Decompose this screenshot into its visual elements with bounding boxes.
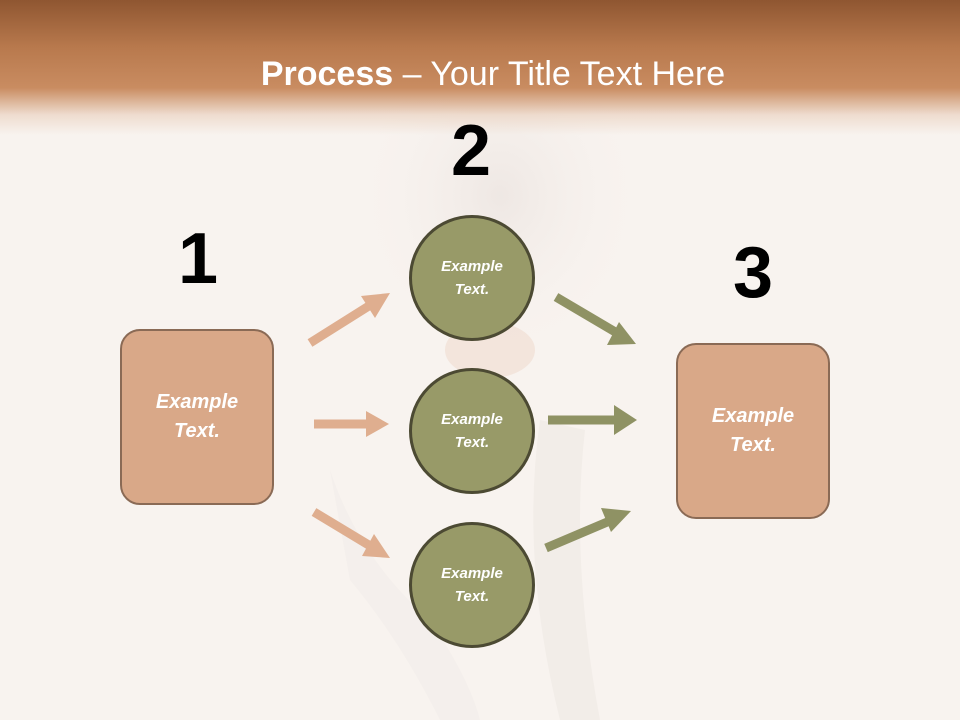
title-bar xyxy=(0,0,960,135)
title-rest: – Your Title Text Here xyxy=(393,55,726,93)
circle-top-label: Example Text. xyxy=(441,258,503,298)
circle-top: Example Text. xyxy=(409,215,535,341)
step-2-number: 2 xyxy=(450,111,492,191)
slide-title: Process – Your Title Text Here xyxy=(0,54,960,94)
title-bold: Process xyxy=(260,55,394,93)
arrow-top-to-right xyxy=(553,293,636,345)
arrow-bottom-to-right xyxy=(544,508,631,553)
circle-bottom-label: Example Text. xyxy=(441,565,503,605)
step-1-number: 1 xyxy=(177,219,219,299)
left-box-label: Example Text. xyxy=(155,391,239,442)
step-3-number: 3 xyxy=(732,233,774,313)
left-box: Example Text. xyxy=(120,329,274,505)
circle-bottom: Example Text. xyxy=(409,522,535,648)
arrow-left-to-middle xyxy=(314,411,389,437)
circle-middle: Example Text. xyxy=(409,368,535,494)
right-box-label: Example Text. xyxy=(711,405,795,456)
arrow-left-to-top xyxy=(307,293,390,347)
right-box: Example Text. xyxy=(676,343,830,519)
arrow-left-to-bottom xyxy=(311,508,390,558)
circle-middle-label: Example Text. xyxy=(441,411,503,451)
arrow-middle-to-right xyxy=(548,405,637,435)
